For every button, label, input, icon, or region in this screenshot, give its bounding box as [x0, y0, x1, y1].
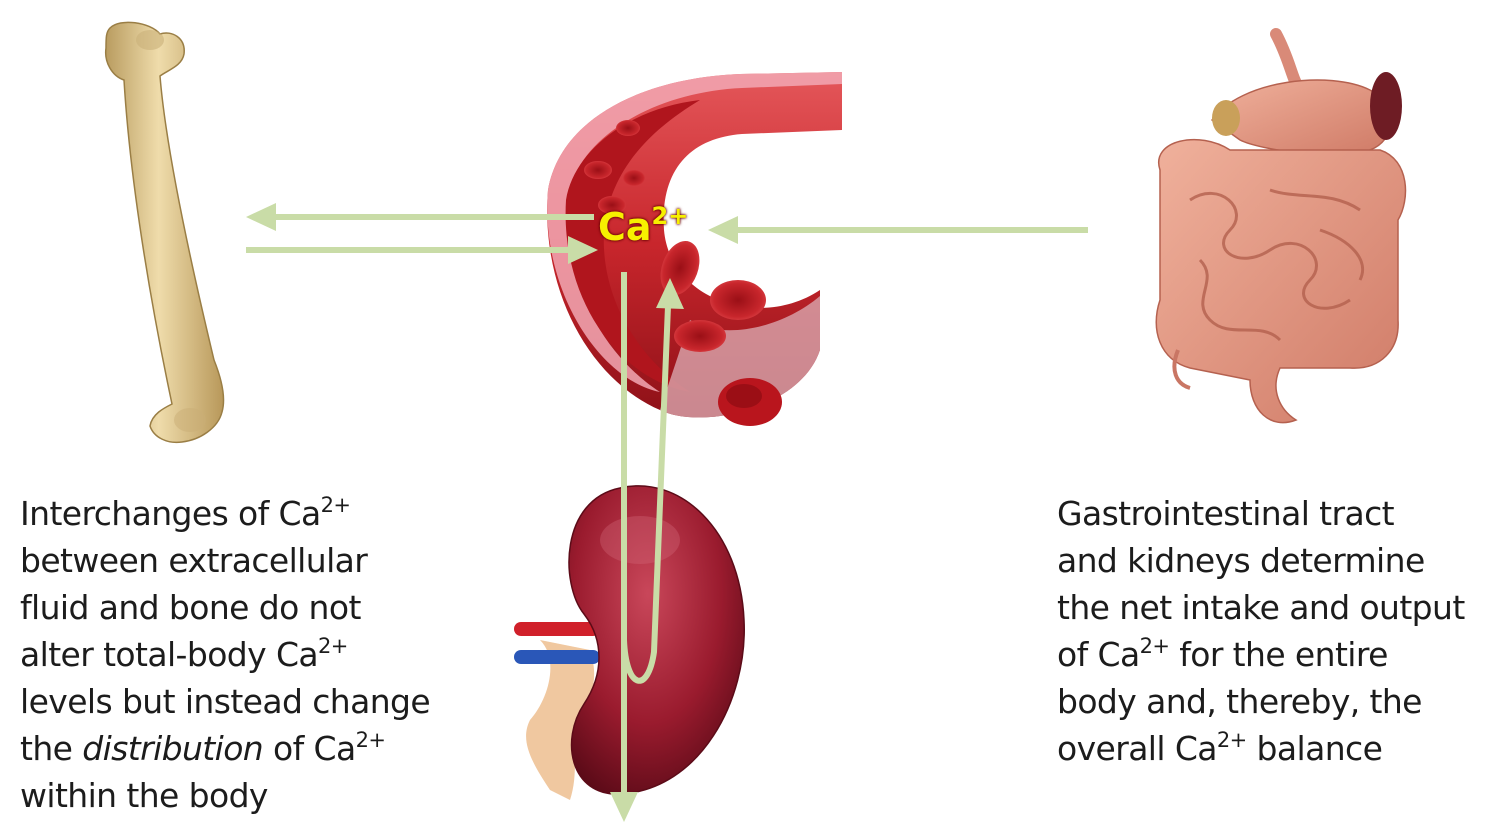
text-line: body and, thereby, the [1057, 682, 1422, 721]
arrow-bone-to-blood [246, 236, 598, 264]
kidney-illustration [514, 485, 745, 800]
text-line: of Ca2+ for the entire [1057, 634, 1388, 674]
text-line: within the body [20, 776, 268, 815]
text-line: fluid and bone do not [20, 588, 361, 627]
bone-exchange-description: Interchanges of Ca2+ between extracellul… [20, 490, 490, 819]
arrow-intestine-to-blood [708, 216, 1088, 244]
text-line: Interchanges of Ca2+ [20, 493, 351, 533]
text-line: overall Ca2+ balance [1057, 728, 1383, 768]
text-line: and kidneys determine [1057, 541, 1425, 580]
gastrointestinal-tract-illustration [1155, 28, 1407, 424]
arrow-blood-to-kidney-excretion [610, 272, 638, 822]
arrow-kidney-reabsorption [621, 278, 684, 684]
blood-vessel-illustration [547, 72, 842, 426]
text-line: the net intake and output [1057, 588, 1465, 627]
text-line: between extracellular [20, 541, 368, 580]
calcium-flow-arrows [246, 203, 1088, 822]
text-line: alter total-body Ca2+ [20, 634, 348, 674]
text-line: the distribution of Ca2+ [20, 728, 386, 768]
calcium-ion-label: Ca2+ [598, 202, 689, 249]
gi-kidney-balance-description: Gastrointestinal tract and kidneys deter… [1057, 490, 1504, 772]
text-line: Gastrointestinal tract [1057, 494, 1395, 533]
text-line: levels but instead change [20, 682, 431, 721]
bone-illustration [104, 21, 225, 444]
arrow-blood-to-bone [246, 203, 594, 231]
